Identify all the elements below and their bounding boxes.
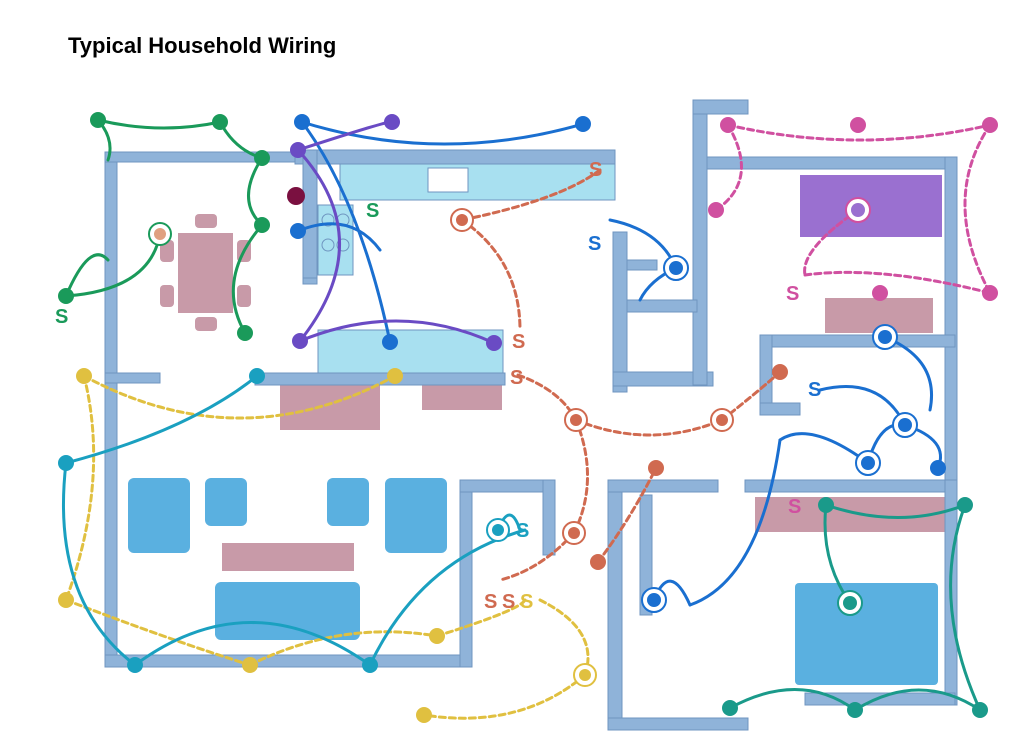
armchair [385, 478, 447, 553]
outlet-salmon [772, 364, 788, 380]
switch-label: S [520, 591, 533, 613]
outlet-pink [982, 117, 998, 133]
outlet-blue [382, 334, 398, 350]
switch-label: S [502, 591, 515, 613]
outlet-pink [720, 117, 736, 133]
outlet-cyan [362, 657, 378, 673]
outlet-blue [930, 460, 946, 476]
switch-label: S [366, 200, 379, 222]
switch-labels: S S S S S S S S S S S S S [55, 159, 821, 613]
diagram-title: Typical Household Wiring [68, 33, 337, 58]
armchair [128, 478, 190, 553]
bed [800, 175, 942, 237]
switch-label: S [484, 591, 497, 613]
outlet-yellow [387, 368, 403, 384]
switch-label: S [808, 379, 821, 401]
fixtures [58, 112, 998, 723]
outlet-cyan [127, 657, 143, 673]
outlet-yellow [416, 707, 432, 723]
switch-label: S [588, 233, 601, 255]
outlet-yellow [242, 657, 258, 673]
switch-label: S [512, 331, 525, 353]
ottoman [205, 478, 247, 526]
outlet-salmon [590, 554, 606, 570]
dining-chair [195, 214, 217, 228]
switch-label: S [589, 159, 602, 181]
outlet-green [254, 150, 270, 166]
switch-label: S [786, 283, 799, 305]
kitchen-island [317, 329, 504, 376]
outlet-pink [982, 285, 998, 301]
sofa [215, 582, 360, 640]
switch-label: S [55, 306, 68, 328]
dining-chair [160, 240, 174, 262]
outlet-blue [294, 114, 310, 130]
outlet-pink [708, 202, 724, 218]
outlet-purple [290, 142, 306, 158]
outlet-maroon [287, 187, 305, 205]
outlet-yellow [76, 368, 92, 384]
outlet-cyan [249, 368, 265, 384]
outlet-pink [872, 285, 888, 301]
outlet-green [90, 112, 106, 128]
outlet-yellow [58, 592, 74, 608]
kitchen-counter [339, 162, 616, 201]
outlet-green [58, 288, 74, 304]
switch-label: S [788, 496, 801, 518]
coffee-table [222, 543, 354, 571]
outlet-yellow [429, 628, 445, 644]
outlet-purple [486, 335, 502, 351]
switch-label: S [516, 520, 529, 542]
outlet-pink [850, 117, 866, 133]
outlet-purple [384, 114, 400, 130]
outlet-teal [847, 702, 863, 718]
wiring [62, 118, 992, 720]
outlet-green [254, 217, 270, 233]
bed [795, 583, 938, 685]
outlet-teal [957, 497, 973, 513]
outlet-purple [292, 333, 308, 349]
furniture [128, 162, 945, 685]
outlet-green [237, 325, 253, 341]
dining-chair [160, 285, 174, 307]
outlet-blue [290, 223, 306, 239]
dining-chair [237, 285, 251, 307]
outlet-cyan [58, 455, 74, 471]
outlet-green [212, 114, 228, 130]
outlet-salmon [648, 460, 664, 476]
cabinet [422, 385, 502, 410]
dresser [755, 497, 945, 532]
ottoman [327, 478, 369, 526]
outlet-teal [818, 497, 834, 513]
dining-chair [195, 317, 217, 331]
dining-table [178, 233, 233, 313]
outlet-blue [575, 116, 591, 132]
switch-label: S [510, 367, 523, 389]
kitchen-sink [427, 167, 469, 193]
outlet-teal [972, 702, 988, 718]
outlet-teal [722, 700, 738, 716]
